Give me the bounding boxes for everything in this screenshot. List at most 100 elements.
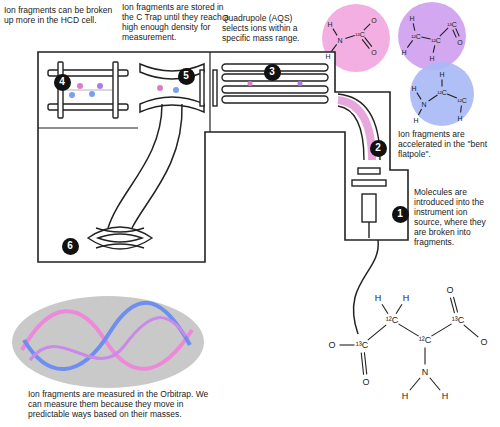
chemical-bond — [396, 304, 402, 313]
atom-label: H — [327, 21, 332, 28]
chemical-bond — [440, 28, 448, 36]
callout-text: Ion fragments can be broken up more in t… — [4, 6, 116, 26]
chemical-bond — [460, 105, 462, 112]
chemical-bond — [382, 304, 388, 313]
atom-label: H — [411, 85, 416, 92]
callout-number-text: 4 — [59, 77, 65, 87]
chemical-bond — [464, 325, 479, 337]
callout-number-text: 6 — [67, 241, 73, 251]
chemical-bond — [430, 378, 440, 390]
callout-number: 4 — [54, 74, 71, 91]
chemical-bond — [364, 24, 370, 30]
atom-label: ¹²C — [457, 97, 467, 104]
atom-label: ¹³C — [447, 21, 457, 28]
atom-label: O — [446, 286, 453, 295]
atom-label: N — [421, 101, 426, 108]
atom-label: H — [429, 55, 434, 62]
atom-label: H — [439, 71, 444, 78]
atom-label: H — [325, 53, 330, 60]
chemical-bond — [424, 348, 425, 365]
quadrupole — [222, 64, 328, 103]
callout-number: 2 — [370, 140, 387, 157]
chemical-bond — [421, 37, 430, 39]
chemical-bond — [429, 95, 438, 101]
atom-label: ¹²C — [431, 37, 441, 44]
chemical-bond — [441, 80, 442, 87]
atom-label: N — [337, 37, 342, 44]
housing-wall — [209, 52, 210, 132]
chemical-bond — [447, 94, 457, 98]
atom-label: O — [362, 378, 369, 387]
chemical-bond — [345, 36, 354, 39]
atom-label: O — [371, 17, 376, 24]
orbitrap-symbol — [88, 227, 152, 249]
hcd-cell — [48, 62, 128, 118]
callout-text: Ion fragments are measured in the Orbitr… — [28, 390, 224, 420]
chemical-bond — [364, 352, 366, 374]
callout-number: 5 — [178, 68, 195, 85]
chemical-bond — [413, 23, 415, 30]
instrument-housing — [38, 52, 408, 262]
orbitrap-cloud — [12, 296, 204, 388]
atom-label: H — [401, 49, 406, 56]
fragment-circle — [410, 62, 474, 126]
lens-plates — [200, 70, 217, 106]
atom-label: H — [413, 117, 418, 124]
c-trap — [108, 64, 204, 228]
atom-label: H — [409, 15, 414, 22]
atom-label: O — [328, 341, 335, 350]
atom-label: ¹²C — [437, 89, 447, 96]
chemical-bond — [450, 298, 454, 314]
atom-label: O — [457, 39, 462, 46]
ion-dots — [69, 83, 103, 98]
atom-label: ¹³C — [355, 31, 365, 38]
callout-text: Ion fragments are accelerated in the "be… — [398, 130, 494, 160]
chemical-bond — [417, 93, 421, 100]
callout-text: Quadrupole (AQS) selects ions within a s… — [222, 14, 318, 44]
atom-label: O — [371, 49, 376, 56]
chemical-bond — [365, 37, 372, 46]
chemical-bond — [410, 378, 420, 390]
atom-label: O — [480, 338, 487, 347]
chemical-bond — [362, 39, 369, 48]
atom-label: ¹³C — [356, 341, 369, 350]
ion-source — [352, 168, 386, 238]
chemical-bond — [418, 109, 421, 115]
chemical-bond — [368, 325, 386, 340]
ion-wave — [24, 303, 190, 369]
chemical-bond — [361, 353, 363, 375]
callout-number-text: 1 — [397, 209, 403, 219]
atom-label: H — [457, 115, 462, 122]
ion-wave — [30, 318, 186, 360]
chemical-bond — [340, 344, 355, 345]
atom-label: H — [403, 294, 410, 303]
atom-label: H — [442, 392, 449, 401]
atom-label: ¹²C — [411, 33, 421, 40]
chemical-bond — [456, 28, 460, 36]
atom-label: ¹²C — [419, 336, 432, 345]
atom-label: ¹²C — [386, 316, 399, 325]
chemical-bond — [433, 45, 435, 52]
callout-text: Molecules are introduced into the instru… — [414, 188, 496, 248]
callout-number-text: 2 — [375, 143, 381, 153]
callout-number: 1 — [392, 206, 409, 223]
chemical-bond — [331, 44, 336, 51]
atom-label: H — [375, 294, 382, 303]
atom-label: N — [422, 368, 429, 377]
callout-number: 6 — [62, 238, 79, 255]
callout-number-text: 5 — [183, 71, 189, 81]
chemical-bond — [431, 324, 451, 336]
chemical-bond — [333, 29, 337, 36]
housing-wall — [38, 127, 138, 128]
callout-text: Ion fragments are stored in the C Trap u… — [122, 3, 230, 43]
callout-number-text: 3 — [269, 67, 275, 77]
chemical-bond — [407, 40, 412, 47]
atom-label: ¹³C — [452, 316, 465, 325]
chemical-bond — [398, 324, 418, 336]
callout-number: 3 — [264, 64, 281, 81]
fragment-circle — [398, 2, 466, 70]
chemical-bond — [453, 30, 457, 38]
sample-line — [353, 240, 378, 334]
atom-label: H — [402, 392, 409, 401]
